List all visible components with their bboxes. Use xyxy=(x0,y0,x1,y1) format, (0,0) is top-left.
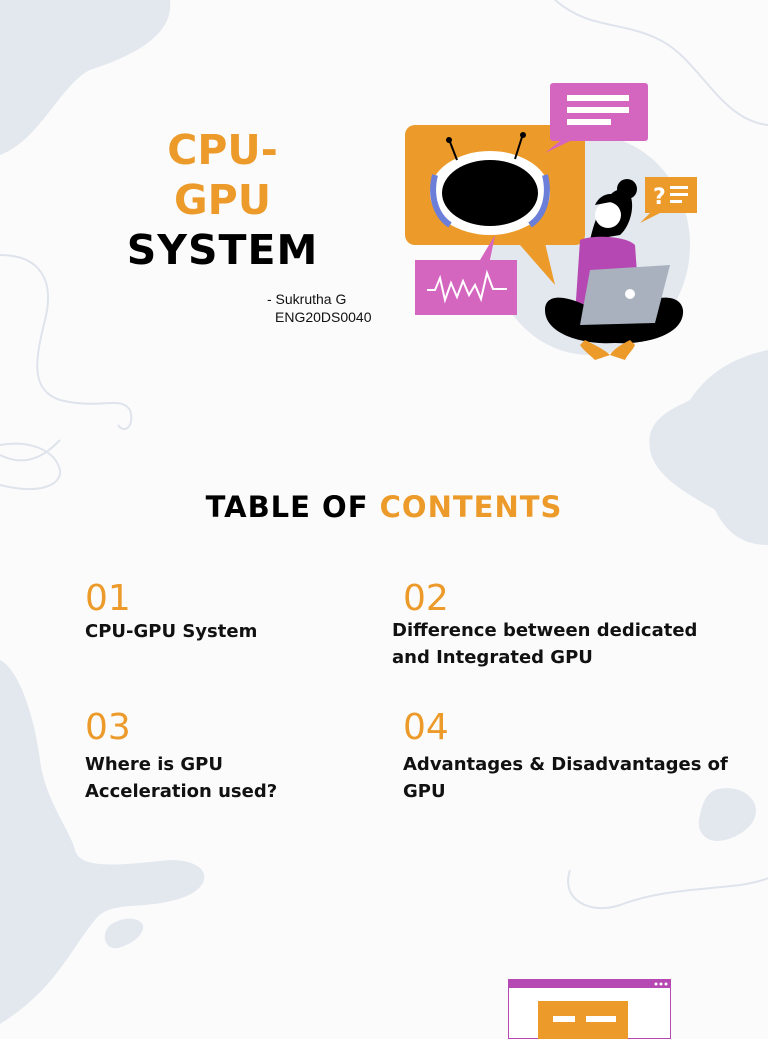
toc-item-2-number: 02 xyxy=(403,578,449,619)
toc-item-1-number: 01 xyxy=(85,578,131,619)
author-block: - Sukrutha G ENG20DS0040 xyxy=(267,290,372,326)
author-id: ENG20DS0040 xyxy=(275,309,372,325)
blob-small-1 xyxy=(104,918,144,949)
toc-item-3-number: 03 xyxy=(85,707,131,748)
curve-left-lower xyxy=(0,442,62,490)
svg-text:?: ? xyxy=(653,185,666,210)
author-name: - Sukrutha G xyxy=(267,291,347,307)
message-bubble-icon xyxy=(545,83,648,153)
blob-small-2 xyxy=(698,788,756,841)
blob-right xyxy=(649,350,768,545)
title-line-3: SYSTEM xyxy=(126,226,319,274)
robot-chat-laptop-illustration: ? xyxy=(405,83,697,360)
woman-with-laptop xyxy=(545,179,684,360)
toc-item-4-number: 04 xyxy=(403,707,449,748)
question-bubble-icon: ? xyxy=(640,177,697,223)
toc-heading: TABLE OF CONTENTS xyxy=(0,490,768,524)
browser-window-illustration xyxy=(508,979,671,1039)
title-line-2: GPU xyxy=(174,176,271,224)
toc-item-2-label: Difference between dedicated and Integra… xyxy=(392,620,698,668)
curve-left xyxy=(0,254,133,462)
curve-bottom-right xyxy=(567,869,768,910)
robot-chat-bubble xyxy=(405,125,585,285)
blob-left-lower xyxy=(0,660,205,1024)
waveform-bubble-icon xyxy=(415,235,517,315)
toc-item-3-label: Where is GPU Acceleration used? xyxy=(85,754,278,802)
toc-heading-black: TABLE OF xyxy=(205,490,369,524)
blob-top-left xyxy=(0,0,171,155)
title-line-1: CPU- xyxy=(167,126,278,174)
curve-top-right xyxy=(554,0,768,126)
toc-item-4-label: Advantages & Disadvantages of GPU xyxy=(403,754,728,802)
toc-item-1-label: CPU-GPU System xyxy=(85,621,258,642)
toc-heading-accent: CONTENTS xyxy=(379,490,563,524)
